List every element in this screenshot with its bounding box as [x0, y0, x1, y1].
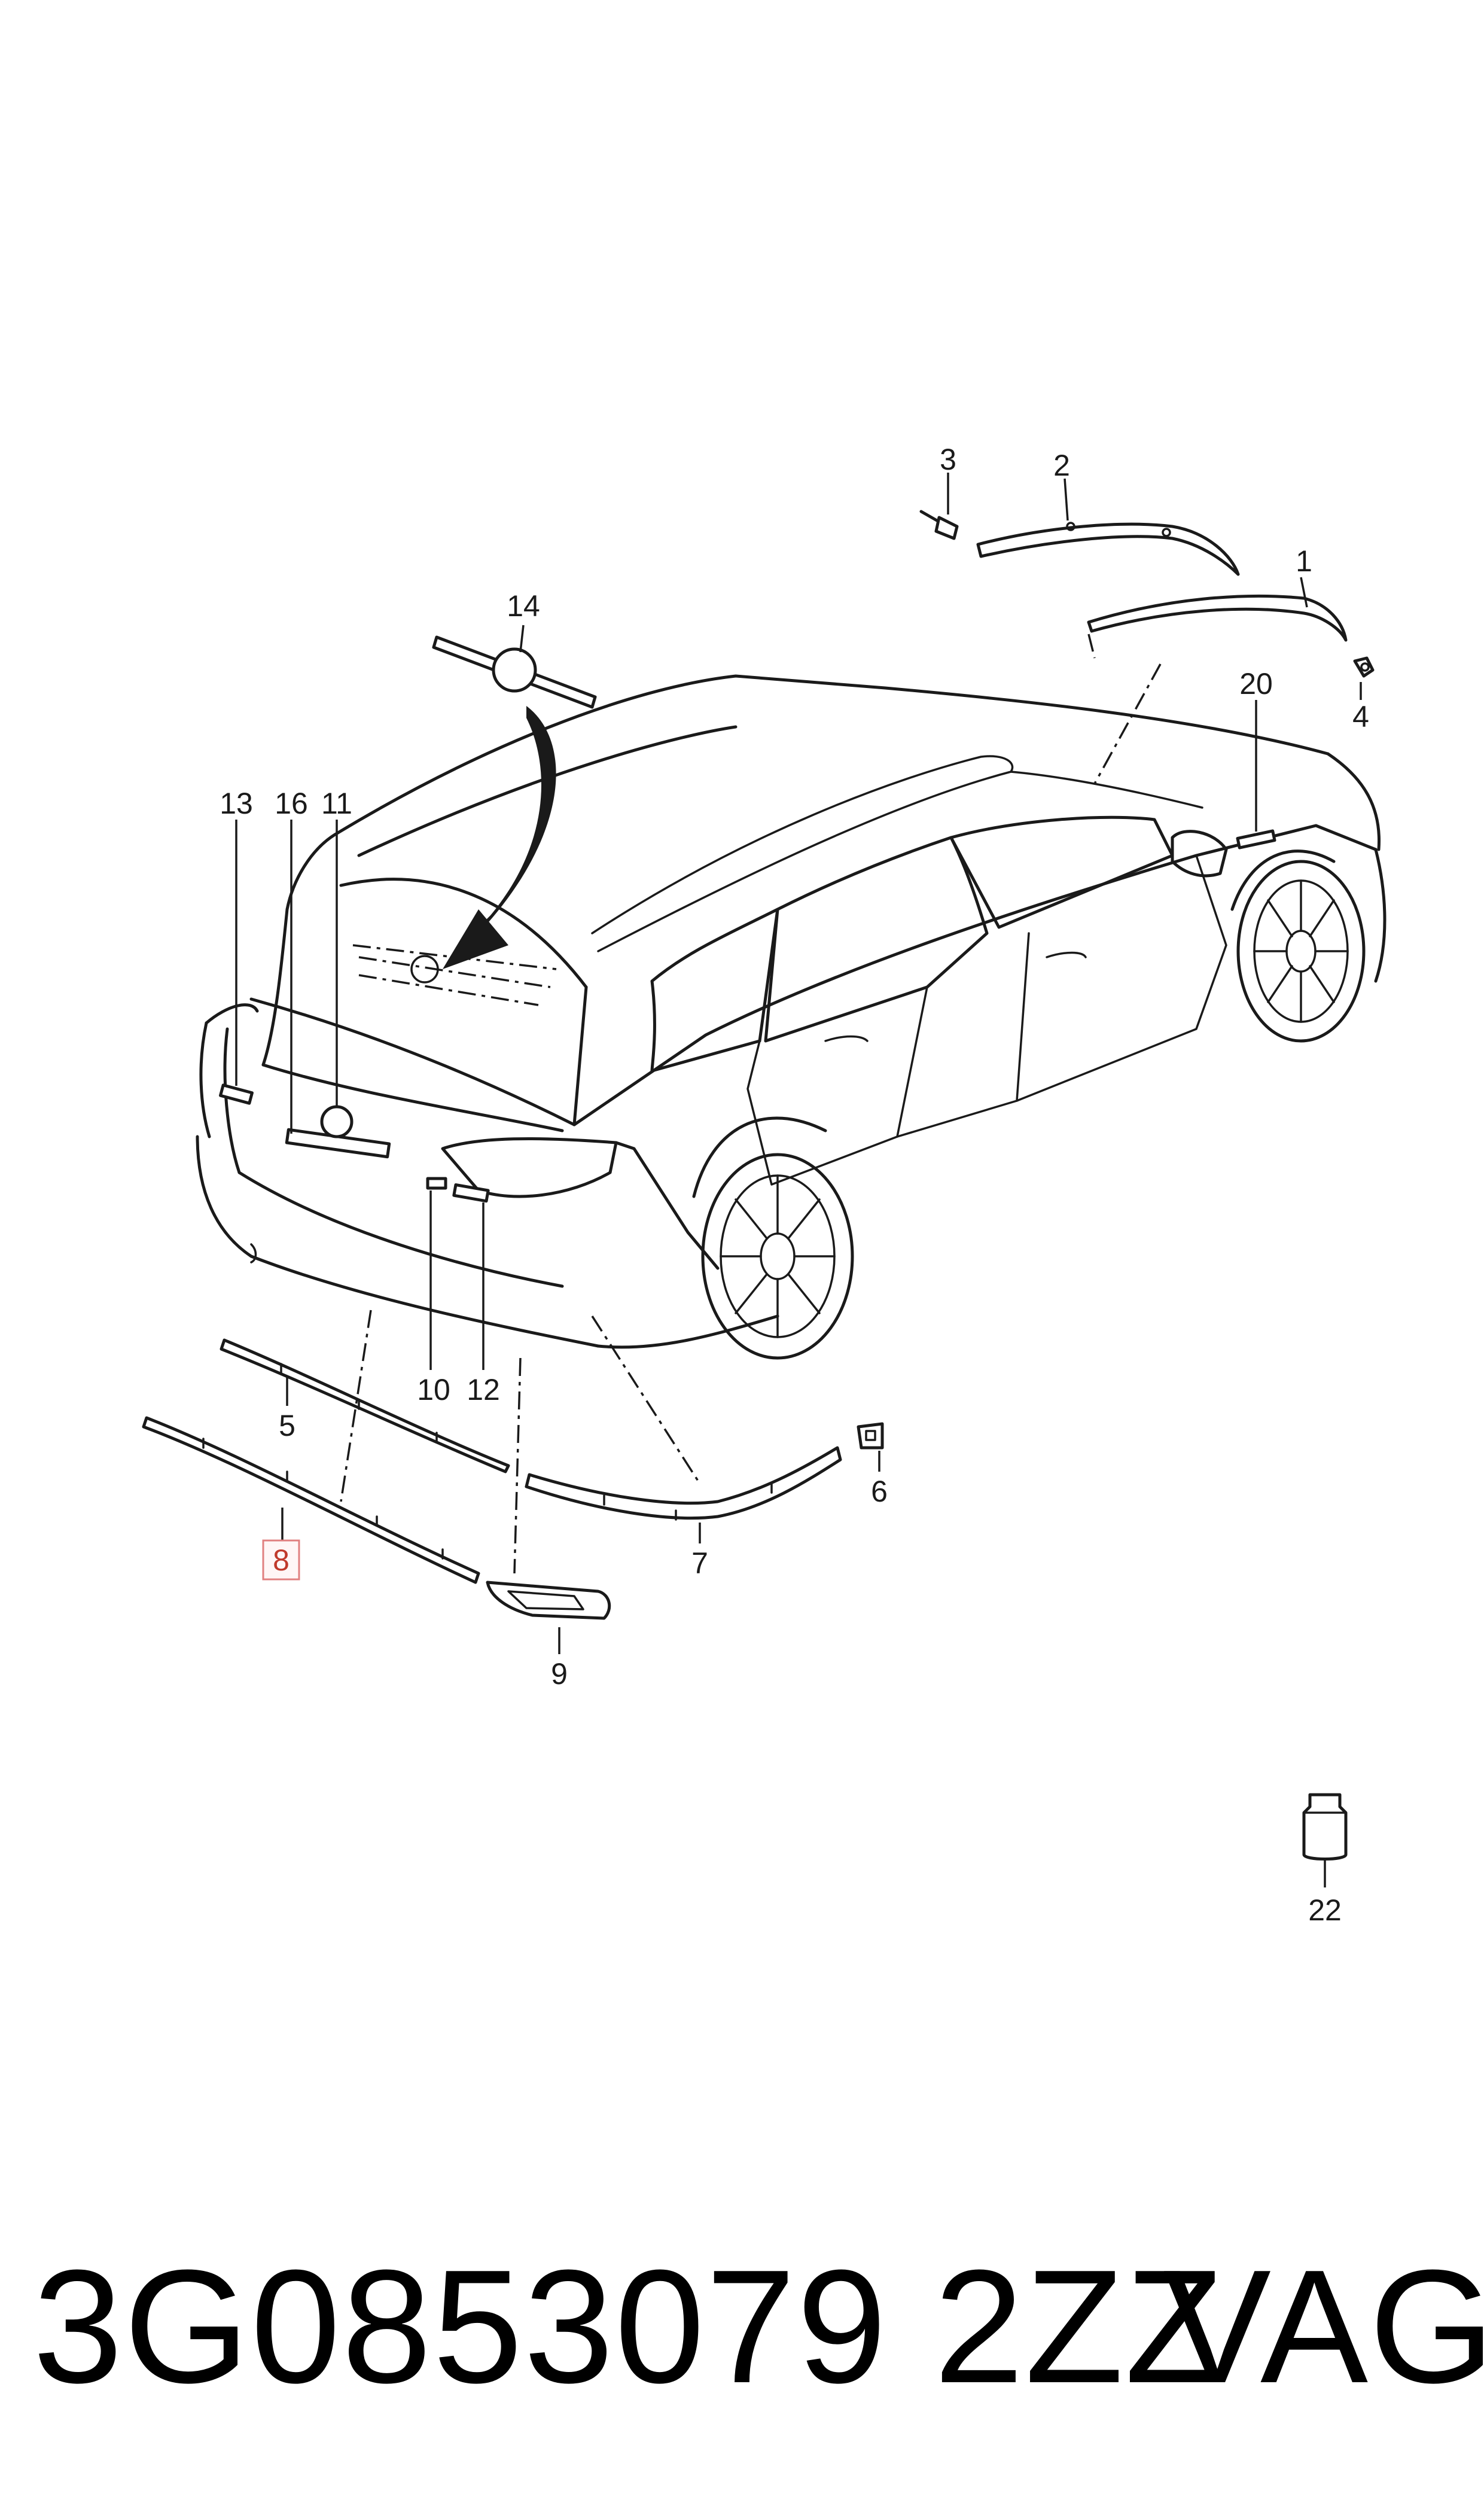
- arrow-indicator: [443, 706, 556, 969]
- part-2-roof-trim: [976, 522, 1240, 576]
- part-20-badge: [1236, 829, 1276, 850]
- part-4-clip: [1353, 656, 1375, 678]
- callout-10: 10: [417, 1373, 450, 1406]
- callout-20: 20: [1239, 667, 1273, 701]
- callout-8: 8: [273, 1543, 290, 1577]
- callout-16: 16: [275, 787, 308, 820]
- callout-22: 22: [1308, 1893, 1342, 1927]
- callout-11: 11: [321, 787, 352, 820]
- callout-13: 13: [220, 787, 253, 820]
- part-13-badge: [219, 1083, 254, 1105]
- callouts: 1 2 3 4 5 6 7 8 9 10 11 12 13 14 16 20 2…: [220, 443, 1369, 1927]
- leader-lines: [235, 473, 1362, 1887]
- part-7-trim: [525, 1446, 842, 1521]
- part-14-badge-strip: [432, 635, 597, 709]
- part-3-screw: [919, 510, 959, 540]
- callout-14: 14: [507, 589, 540, 623]
- car-body: [196, 674, 1387, 1360]
- callout-6: 6: [871, 1475, 888, 1508]
- part-10-badge: [426, 1177, 447, 1190]
- callout-5: 5: [279, 1409, 295, 1442]
- part-5-trim-strip: [220, 1338, 510, 1473]
- rear-wheel: [692, 1116, 854, 1360]
- callout-3: 3: [940, 443, 956, 476]
- brand-label: VAG: [1163, 2237, 1484, 2417]
- part-6-clip: [857, 1422, 884, 1450]
- part-number: 3G0853079 2ZZ: [33, 2237, 1225, 2417]
- callout-7: 7: [691, 1546, 708, 1580]
- part-12-badge: [452, 1183, 490, 1203]
- callout-8-highlight-box: [262, 1539, 300, 1581]
- part-11-emblem: [320, 1105, 354, 1138]
- callout-1: 1: [1296, 544, 1312, 578]
- part-9-bezel: [486, 1581, 611, 1620]
- footer: 3G0853079 2ZZ VAG: [0, 2237, 1484, 2417]
- part-8-trim-strip: [142, 1416, 480, 1584]
- callout-2: 2: [1053, 449, 1070, 482]
- front-wheel: [1230, 850, 1366, 1043]
- callout-12: 12: [467, 1373, 500, 1406]
- callout-9: 9: [551, 1657, 568, 1691]
- part-22-bottle: [1302, 1793, 1348, 1861]
- callout-4: 4: [1352, 700, 1369, 733]
- part-1-roof-moulding: [1087, 594, 1348, 642]
